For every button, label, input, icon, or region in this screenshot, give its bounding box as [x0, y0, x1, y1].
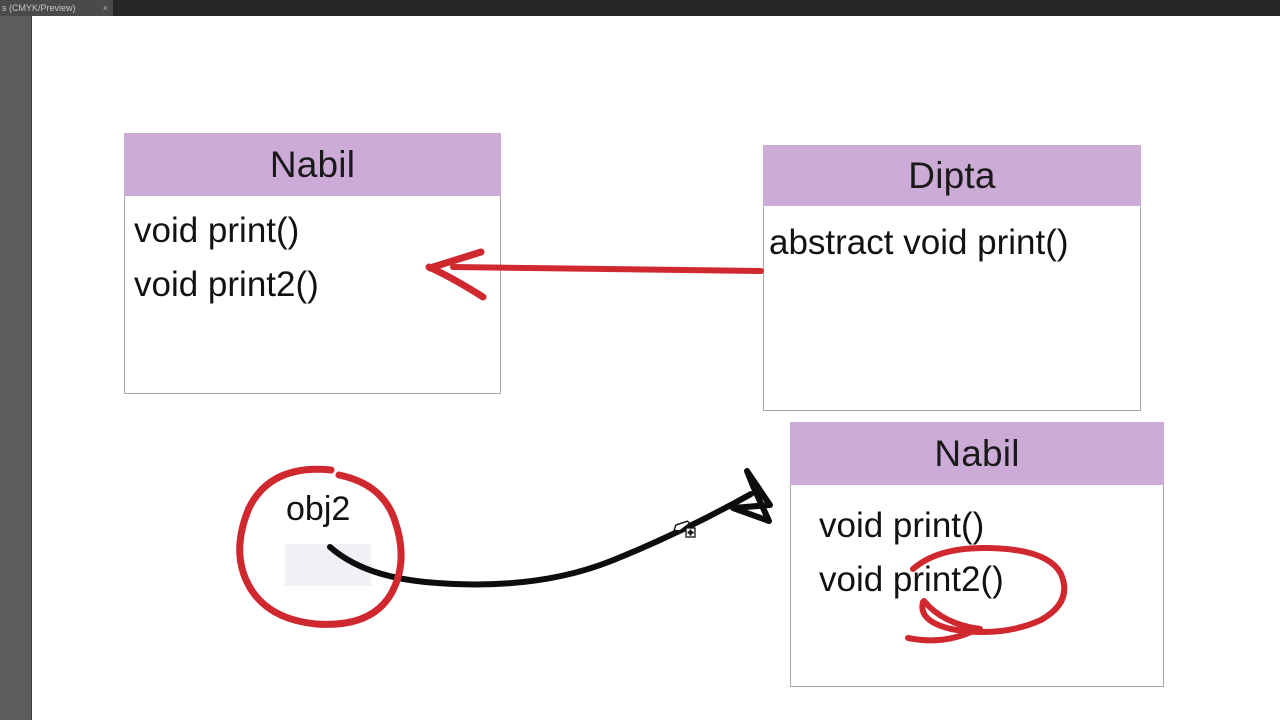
- uml-class-dipta[interactable]: Dipta abstract void print(): [763, 145, 1141, 411]
- document-tab[interactable]: s (CMYK/Preview) ×: [0, 0, 113, 16]
- uml-class-nabil-bottom[interactable]: Nabil void print() void print2(): [790, 422, 1164, 687]
- uml-member: void print2(): [134, 265, 319, 304]
- uml-class-title: Nabil: [124, 133, 501, 196]
- uml-class-members: abstract void print(): [763, 206, 1141, 411]
- uml-class-nabil-top[interactable]: Nabil void print() void print2(): [124, 133, 501, 394]
- object-instance-label: obj2: [286, 490, 351, 528]
- object-instance-obj2[interactable]: obj2: [248, 468, 418, 616]
- pencil-tool-cursor: [672, 520, 696, 538]
- tool-strip[interactable]: [0, 16, 32, 720]
- uml-class-members: void print() void print2(): [790, 485, 1164, 687]
- uml-class-title: Nabil: [790, 422, 1164, 485]
- uml-member: void print(): [819, 506, 985, 545]
- uml-class-members: void print() void print2(): [124, 196, 501, 394]
- uml-member: abstract void print(): [769, 223, 1069, 262]
- uml-class-title: Dipta: [763, 145, 1141, 206]
- uml-member: void print(): [134, 211, 300, 250]
- title-bar: s (CMYK/Preview) ×: [0, 0, 1280, 16]
- document-tab-label: s (CMYK/Preview): [2, 3, 76, 13]
- uml-member: void print2(): [819, 560, 1004, 599]
- close-icon[interactable]: ×: [102, 3, 108, 13]
- drawing-canvas[interactable]: Nabil void print() void print2() Dipta a…: [33, 16, 1280, 720]
- object-swatch: [285, 544, 371, 586]
